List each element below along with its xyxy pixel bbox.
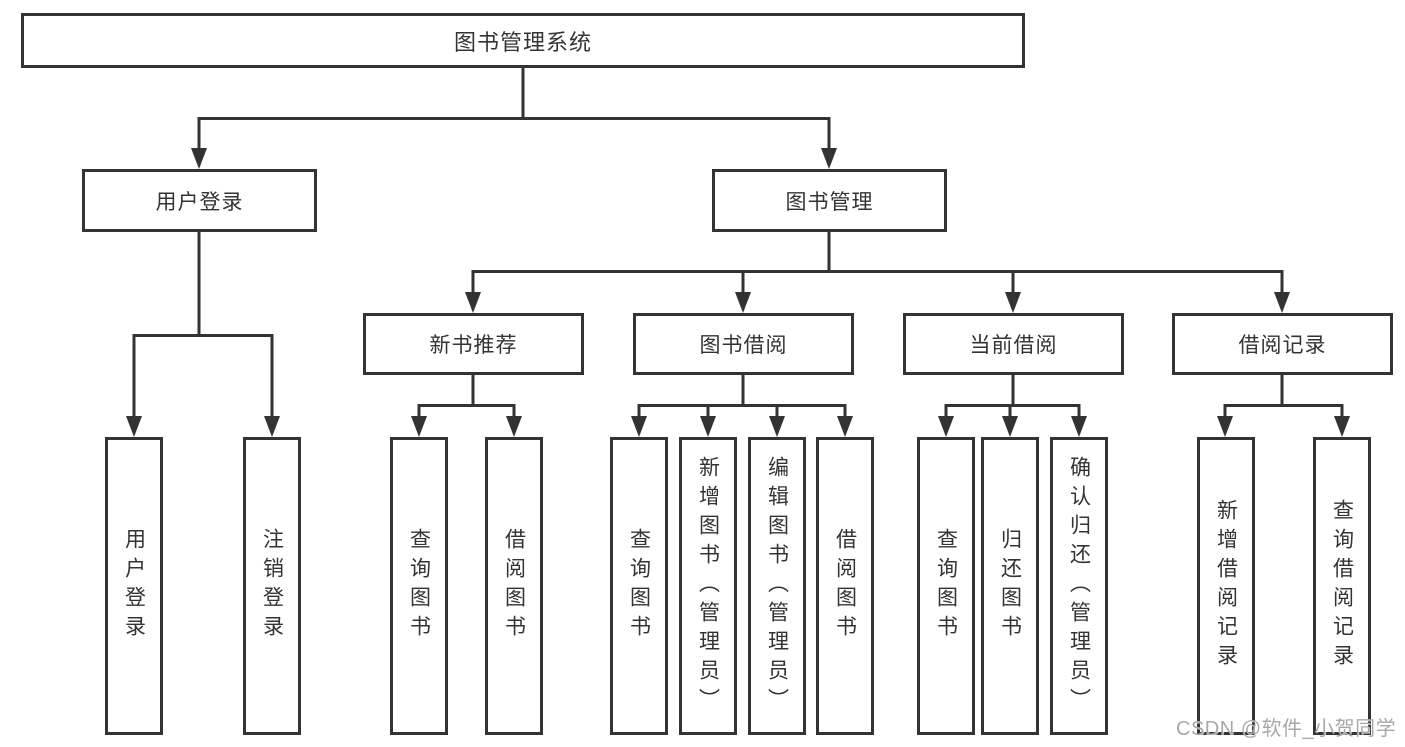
node-label: 查询图书 [407, 528, 431, 644]
branch-current-borrowing-to-leaves [944, 375, 1081, 418]
arrow-down-icon [1002, 416, 1018, 437]
branch-book-borrowing-to-leaves [637, 375, 847, 418]
branch-root-to-level2 [197, 68, 831, 150]
node-label: 查询图书 [627, 528, 651, 644]
node-root-library-system: 图书管理系统 [21, 13, 1025, 68]
node-label: 借阅图书 [502, 528, 526, 644]
leaf-add-borrow-record: 新增借阅记录 [1197, 437, 1255, 735]
leaf-query-books-current: 查询图书 [917, 437, 975, 735]
node-label: 编辑图书（管理员） [765, 455, 789, 717]
node-label: 用户登录 [122, 528, 146, 644]
node-label: 当前借阅 [969, 334, 1058, 357]
arrow-down-icon [126, 416, 142, 437]
node-label: 归还图书 [998, 528, 1022, 644]
arrow-down-icons [126, 148, 1350, 437]
node-label: 借阅图书 [833, 528, 857, 644]
leaf-return-book: 归还图书 [981, 437, 1039, 735]
branch-borrow-records-to-leaves [1223, 375, 1344, 418]
node-label: 注销登录 [260, 528, 284, 644]
node-label: 新书推荐 [429, 334, 518, 357]
node-user-login: 用户登录 [82, 169, 317, 232]
leaf-confirm-return-admin: 确认归还（管理员） [1050, 437, 1108, 735]
leaf-query-books-borrowing: 查询图书 [610, 437, 668, 735]
leaf-user-login: 用户登录 [105, 437, 163, 735]
arrow-down-icon [191, 148, 207, 169]
leaf-query-books-recommend: 查询图书 [390, 437, 448, 735]
arrow-down-icon [506, 416, 522, 437]
leaf-logout: 注销登录 [243, 437, 301, 735]
branch-book-management-to-level3 [471, 232, 1284, 294]
arrow-down-icon [411, 416, 427, 437]
leaf-borrow-books-recommend: 借阅图书 [485, 437, 543, 735]
csdn-watermark: CSDN @软件_小贺同学 [1176, 718, 1397, 740]
node-label: 确认归还（管理员） [1067, 455, 1091, 717]
arrow-down-icon [821, 148, 837, 169]
node-label: 图书管理系统 [453, 29, 592, 55]
tree-branches [132, 68, 1344, 418]
arrow-down-icon [631, 416, 647, 437]
arrow-down-icon [938, 416, 954, 437]
arrow-down-icon [1274, 292, 1290, 313]
node-label: 查询图书 [934, 528, 958, 644]
node-label: 图书借阅 [699, 334, 788, 357]
arrow-down-icon [1334, 416, 1350, 437]
node-label: 新增借阅记录 [1214, 499, 1238, 673]
node-borrow-records: 借阅记录 [1172, 313, 1393, 375]
node-label: 新增图书（管理员） [696, 455, 720, 717]
leaf-add-book-admin: 新增图书（管理员） [679, 437, 737, 735]
node-book-management: 图书管理 [712, 169, 947, 232]
arrow-down-icon [769, 416, 785, 437]
arrow-down-icon [1217, 416, 1233, 437]
node-current-borrowing: 当前借阅 [903, 313, 1124, 375]
arrow-down-icon [1005, 292, 1021, 313]
arrow-down-icon [735, 292, 751, 313]
leaf-borrow-books-borrowing: 借阅图书 [816, 437, 874, 735]
arrow-down-icon [837, 416, 853, 437]
node-label: 用户登录 [155, 190, 244, 214]
leaf-query-borrow-record: 查询借阅记录 [1313, 437, 1371, 735]
node-label: 借阅记录 [1238, 334, 1327, 357]
arrow-down-icon [700, 416, 716, 437]
arrow-down-icon [264, 416, 280, 437]
node-label: 图书管理 [785, 190, 874, 214]
branch-user-login-to-leaves [132, 232, 274, 418]
node-book-borrowing: 图书借阅 [633, 313, 854, 375]
node-label: 查询借阅记录 [1330, 499, 1354, 673]
arrow-down-icon [465, 292, 481, 313]
branch-new-book-recommend-to-leaves [417, 375, 516, 418]
leaf-edit-book-admin: 编辑图书（管理员） [748, 437, 806, 735]
arrow-down-icon [1071, 416, 1087, 437]
node-new-book-recommend: 新书推荐 [363, 313, 584, 375]
